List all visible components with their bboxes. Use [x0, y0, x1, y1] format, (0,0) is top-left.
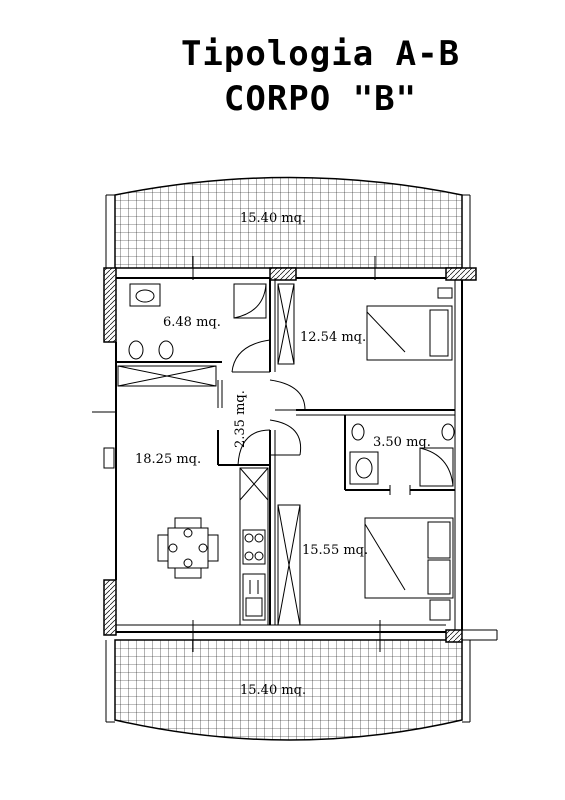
area-hallway: 2.35 mq.: [233, 390, 248, 448]
area-balcony-top: 15.40 mq.: [240, 211, 306, 226]
exterior-walls: [92, 267, 477, 643]
bed-1: [366, 287, 453, 361]
area-living-kitchen: 18.25 mq.: [135, 452, 201, 467]
plan-title-line-1: Tipologia A-B: [180, 34, 461, 74]
interior-walls: [116, 278, 455, 625]
bathroom-1-fixtures: [128, 283, 267, 360]
area-bathroom-1: 6.48 mq.: [163, 315, 221, 330]
kitchen-counter: [239, 467, 269, 626]
bed-2: [364, 517, 454, 621]
area-bathroom-2: 3.50 mq.: [373, 435, 431, 450]
dining-table: [157, 517, 219, 579]
plan-title-line-2: CORPO "B": [223, 79, 418, 119]
area-bedroom-2: 15.55 mq.: [302, 543, 368, 558]
balcony-top: [105, 176, 471, 280]
area-balcony-bottom: 15.40 mq.: [240, 683, 306, 698]
bathroom-2-fixtures: [349, 423, 455, 487]
wardrobes: [117, 283, 301, 626]
doors: [231, 339, 306, 466]
area-bedroom-1: 12.54 mq.: [300, 330, 366, 345]
balcony-bottom: [105, 620, 498, 741]
